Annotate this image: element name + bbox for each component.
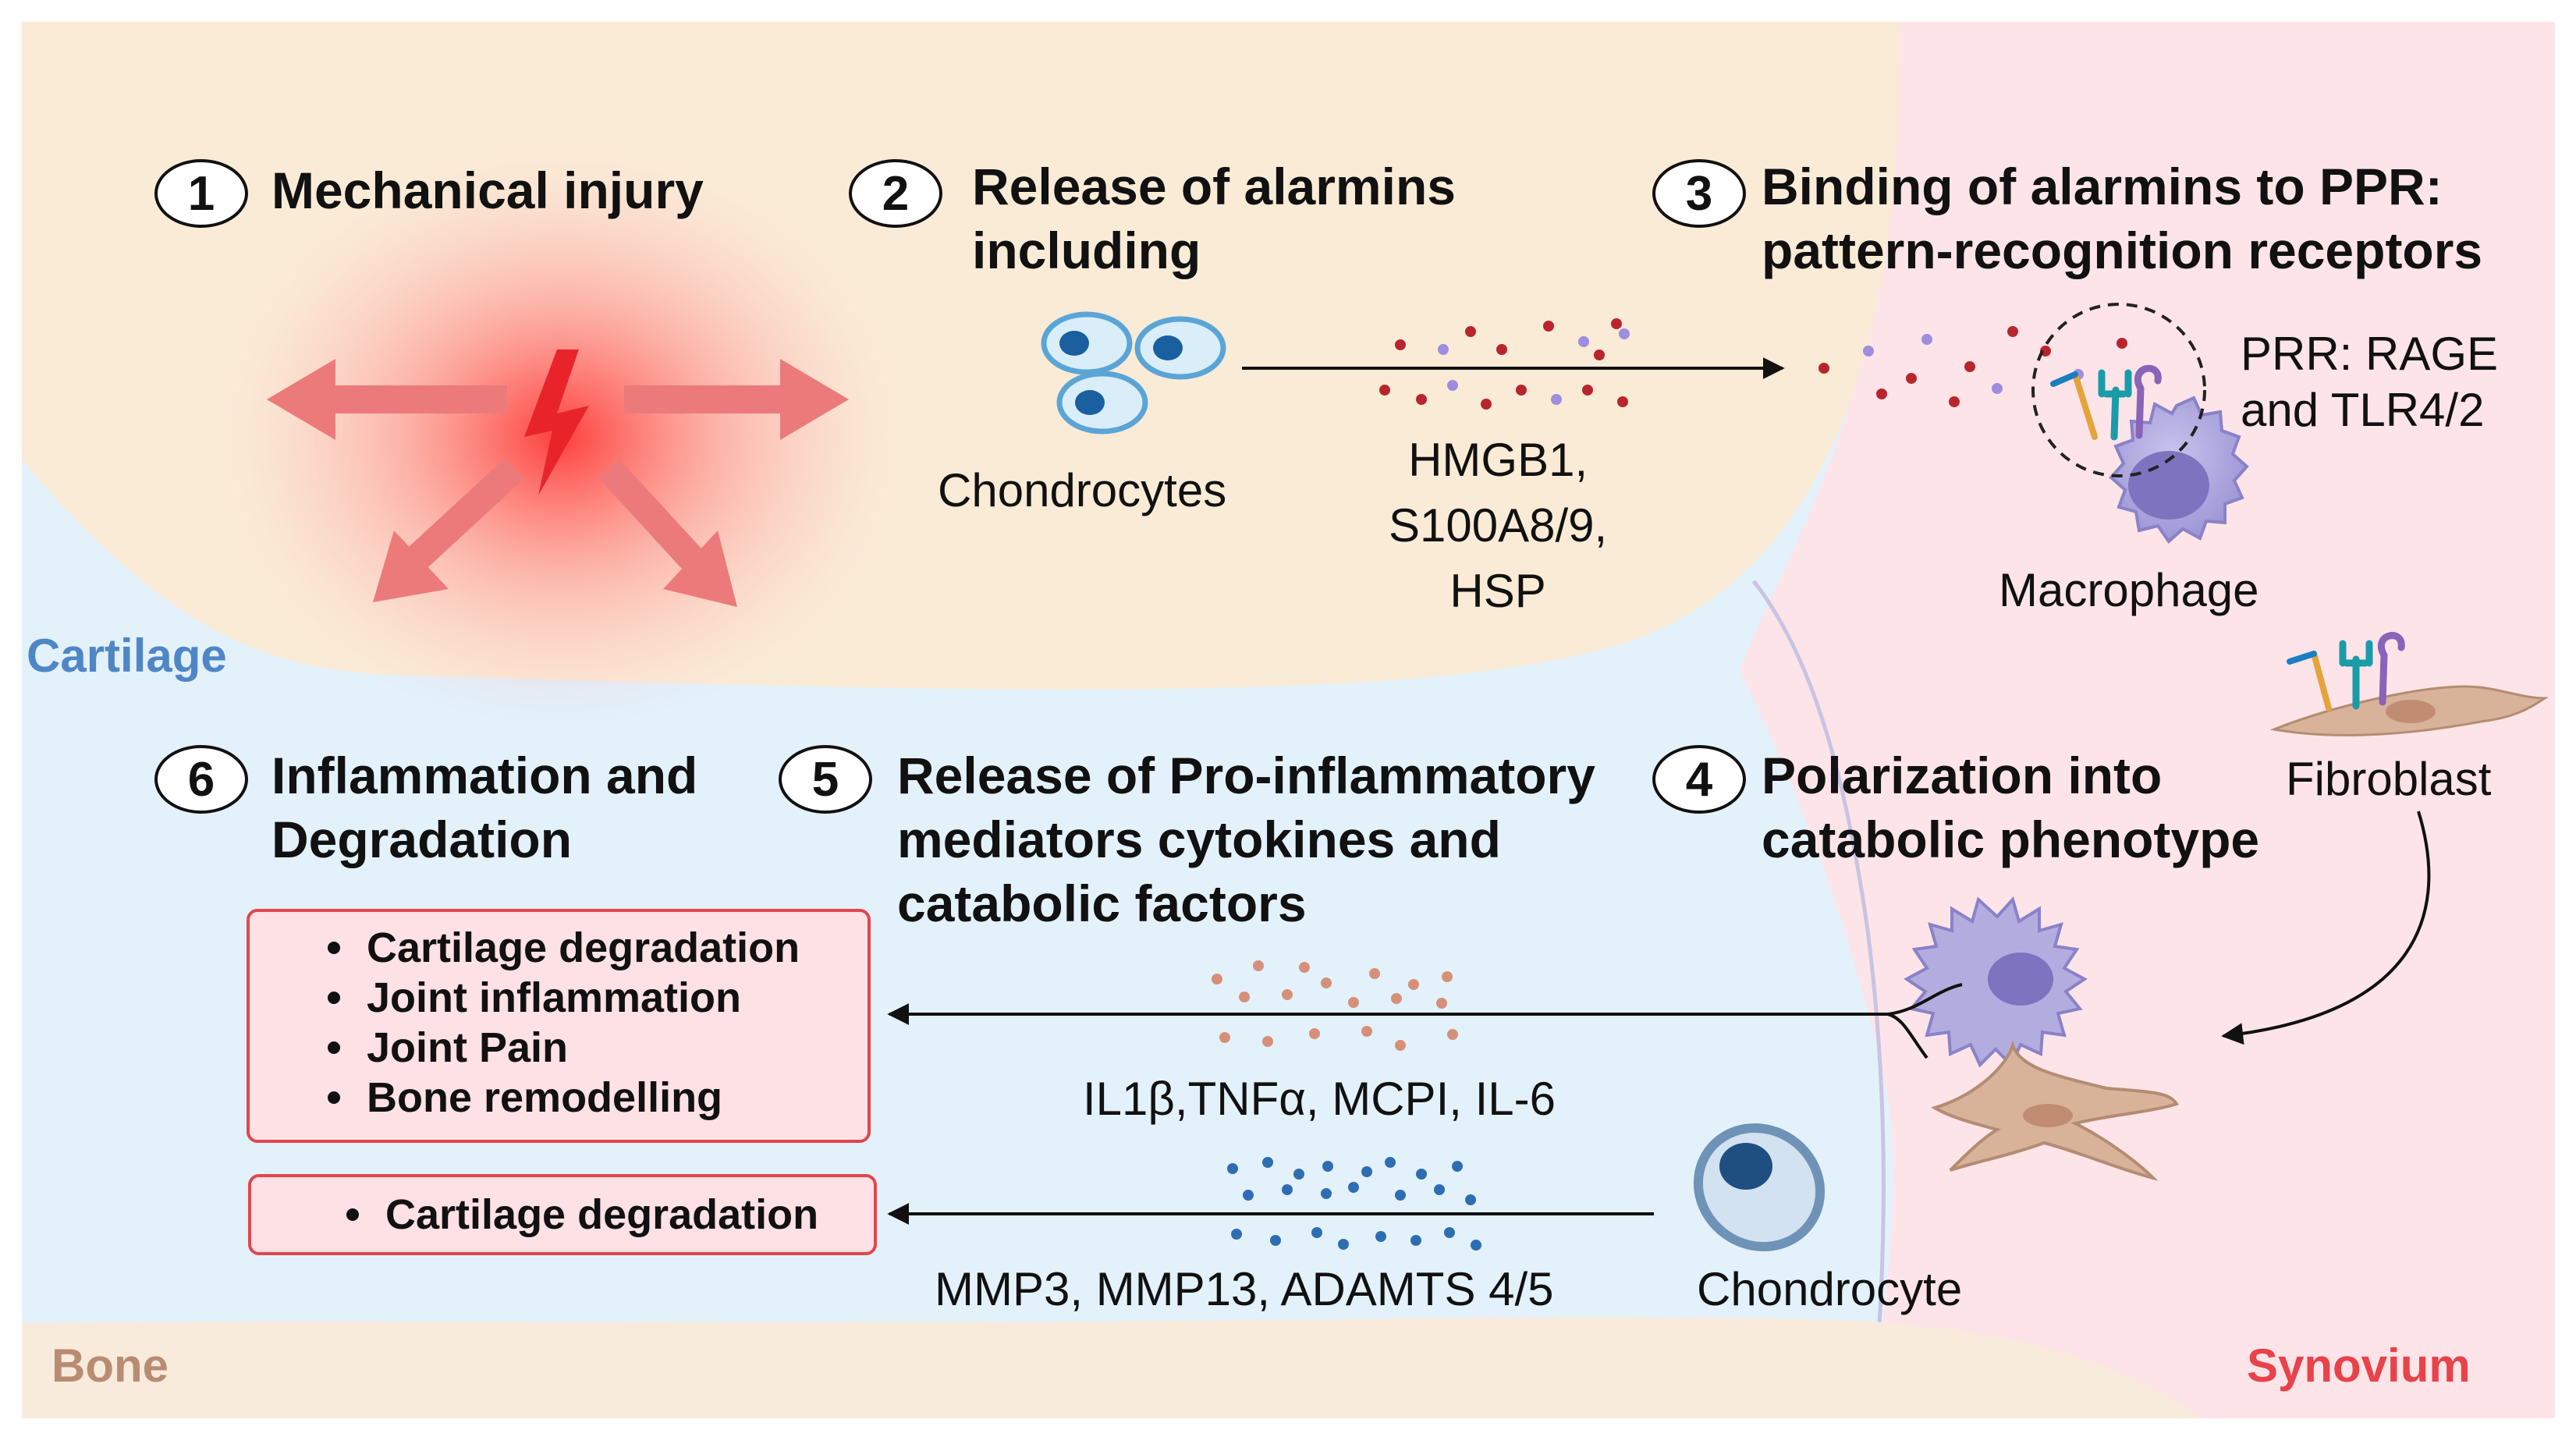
prr-receptors-macrophage-icon: [2050, 364, 2162, 441]
prr-receptors-fibroblast-icon: [2287, 632, 2405, 711]
synovium-membrane: [1752, 580, 1886, 1419]
alarmin-particles: [1379, 318, 2127, 410]
bullet-icon: [328, 941, 340, 954]
chondrocyte-label: Chondrocyte: [1697, 1263, 1963, 1315]
inflammation-outcomes-box: Cartilage degradation Joint inflammation…: [247, 909, 871, 1143]
chondrocytes-icon: [1041, 311, 1226, 435]
cytokine-arrow-branch-top: [1887, 983, 1963, 1016]
macrophage-icon: [2109, 396, 2249, 544]
lightning-bolt-icon: [524, 349, 589, 495]
polarized-fibroblast-icon: [1931, 1040, 2180, 1181]
cytokine-particles: [1212, 960, 1458, 1051]
step-3-title: Binding of alarmins to PPR: pattern-reco…: [1762, 158, 2483, 279]
outcome-item: Cartilage degradation: [328, 923, 868, 973]
enzyme-particles: [1227, 1157, 1481, 1251]
chondrocyte-icon: [1693, 1123, 1826, 1252]
synovium-region-label: Synovium: [2247, 1339, 2471, 1392]
step-5-title: Release of Pro-inflammatory mediators cy…: [897, 747, 1595, 932]
outcome-item: Joint Pain: [328, 1023, 868, 1073]
step-1-title: Mechanical injury: [271, 161, 704, 219]
polarized-macrophage-icon: [1904, 896, 2088, 1068]
cartilage-region-label: Cartilage: [27, 630, 227, 682]
outcome-item: Joint inflammation: [328, 973, 868, 1023]
step-2-number: 2: [849, 159, 942, 228]
prr-label: PRR: RAGE and TLR4/2: [2241, 328, 2499, 436]
step-4-number: 4: [1652, 745, 1746, 814]
synovium-region: [1740, 22, 2555, 1418]
bone-region: [22, 1317, 1919, 1418]
cytokine-arrow-branch-bottom: [1887, 1013, 1928, 1059]
step-6-number: 6: [154, 745, 248, 814]
enzymes-label: MMP3, MMP13, ADAMTS 4/5: [935, 1263, 1554, 1315]
bullet-icon: [328, 1091, 340, 1104]
outcome-item: Bone remodelling: [328, 1073, 868, 1123]
fibroblast-to-polarization-arrow: [2221, 811, 2431, 1045]
step-5-number: 5: [779, 745, 872, 814]
fibroblast-icon: [2269, 685, 2549, 736]
step-6-title: Inflammation and Degradation: [271, 747, 698, 868]
bone-region-label: Bone: [51, 1339, 169, 1392]
bullet-icon: [328, 991, 340, 1004]
injury-arrows: [267, 359, 849, 607]
step-2-title: Release of alarmins including: [972, 158, 1456, 279]
degradation-outcomes-box: Cartilage degradation: [248, 1174, 877, 1255]
macrophage-label: Macrophage: [1999, 564, 2259, 616]
cytokines-label: IL1β,TNFα, MCPI, IL-6: [1083, 1073, 1556, 1125]
prr-binding-highlight: [2031, 303, 2206, 477]
chondrocytes-label: Chondrocytes: [938, 464, 1227, 516]
step-1-number: 1: [154, 159, 248, 228]
fibroblast-label: Fibroblast: [2286, 753, 2492, 805]
bullet-icon: [328, 1041, 340, 1054]
alarmins-label: HMGB1, S100A8/9, HSP: [1389, 434, 1608, 617]
outcome-item: Cartilage degradation: [346, 1190, 874, 1240]
bullet-icon: [346, 1208, 359, 1221]
step-4-title: Polarization into catabolic phenotype: [1762, 747, 2260, 868]
step-3-number: 3: [1652, 159, 1746, 228]
